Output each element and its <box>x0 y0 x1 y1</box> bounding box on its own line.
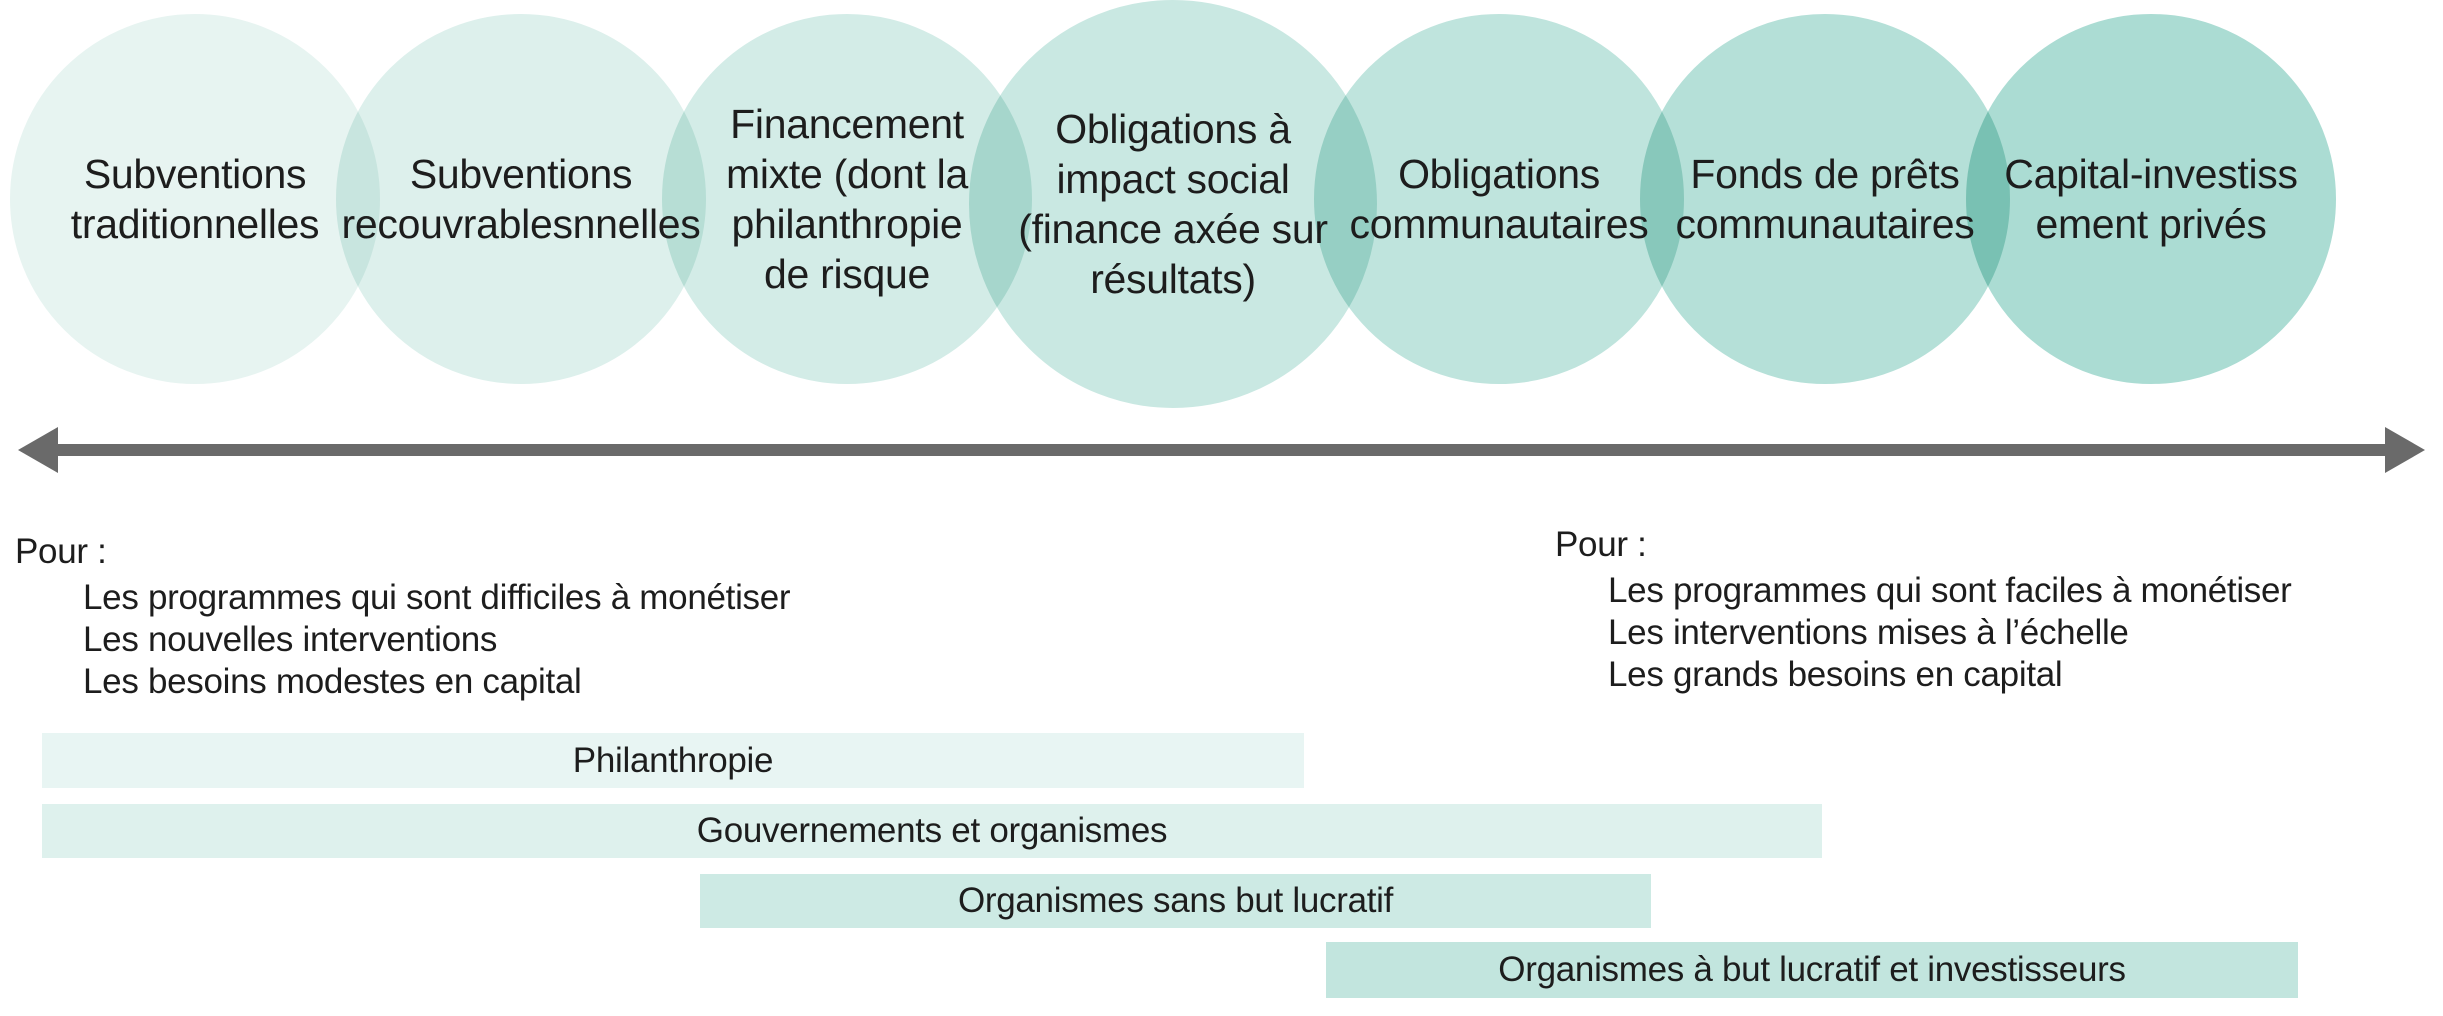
bar-label: Gouvernements et organismes <box>696 811 1168 850</box>
bar-label: Organismes à but lucratif et investisseu… <box>1498 950 2126 989</box>
for-section-right: Pour : Les programmes qui sont faciles à… <box>1555 524 2292 696</box>
spectrum-circle-5 <box>1310 10 1688 388</box>
stakeholder-bar-philanthropy: Philanthropie <box>42 733 1304 788</box>
for-left-item-1: Les programmes qui sont difficiles à mon… <box>83 578 791 617</box>
bar-label: Philanthropie <box>572 740 774 780</box>
arrow-right-head-icon <box>2385 427 2425 473</box>
for-right-items: Les programmes qui sont faciles à monéti… <box>1555 570 2292 696</box>
for-left-item-2: Les nouvelles interventions <box>83 620 498 659</box>
spectrum-circle-6 <box>1636 10 2014 388</box>
for-left-item-3: Les besoins modestes en capital <box>83 662 582 701</box>
for-section-left: Pour : Les programmes qui sont difficile… <box>15 531 791 703</box>
bar-label: Organismes sans but lucratif <box>957 881 1394 920</box>
spectrum-circle-1 <box>6 10 384 388</box>
for-right-heading: Pour : <box>1555 525 1647 564</box>
for-left-heading: Pour : <box>15 532 107 571</box>
for-left-items: Les programmes qui sont difficiles à mon… <box>15 577 791 703</box>
stakeholder-bar-governments: Gouvernements et organismes <box>42 804 1822 858</box>
stakeholder-bar-nonprofits: Organismes sans but lucratif <box>700 874 1651 928</box>
for-right-item-1: Les programmes qui sont faciles à monéti… <box>1608 571 2292 610</box>
arrow-shaft <box>50 444 2393 456</box>
for-right-item-3: Les grands besoins en capital <box>1608 655 2063 694</box>
for-right-item-2: Les interventions mises à l’échelle <box>1608 613 2129 652</box>
spectrum-circle-2 <box>332 10 710 388</box>
spectrum-circle-7 <box>1962 10 2340 388</box>
stakeholder-bar-for-profits-investors: Organismes à but lucratif et investisseu… <box>1326 942 2298 998</box>
